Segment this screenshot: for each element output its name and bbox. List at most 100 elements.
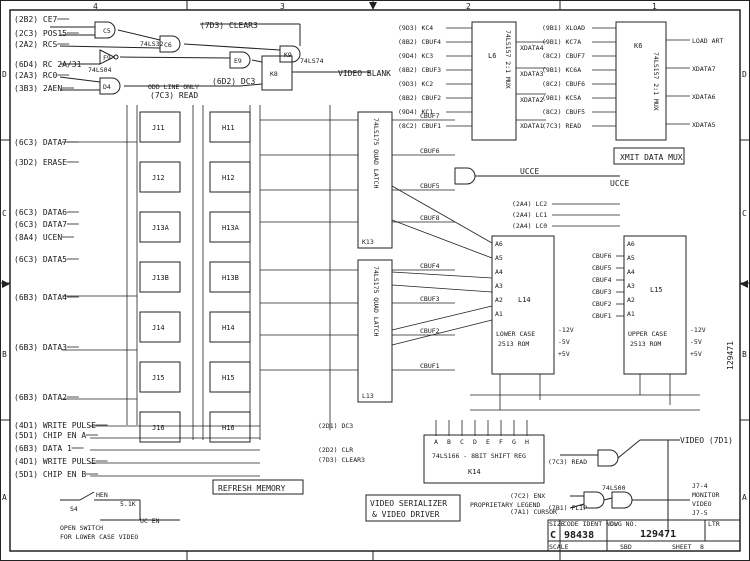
rom_l14-pin: A2 bbox=[495, 296, 503, 304]
mux-l6-inputs: (9D3) KC4(8B2) CBUF4(9D4) KC3(8B2) CBUF3… bbox=[398, 24, 472, 130]
rom_l15-pin: A3 bbox=[627, 282, 635, 290]
latch-k13-part: 74LS175 QUAD LATCH bbox=[372, 118, 380, 189]
rom-l14-title: LOWER CASE bbox=[496, 330, 535, 338]
mux-k6-output: XDATA7 bbox=[692, 65, 716, 73]
input-label: (6C3) DATA5 bbox=[14, 255, 67, 264]
col-label-3: 3 bbox=[280, 2, 285, 11]
ucce-label-2: UCCE bbox=[610, 179, 629, 188]
latch-k13: 74LS175 QUAD LATCH K13 bbox=[357, 111, 393, 249]
rom_l14-pin: A1 bbox=[495, 310, 503, 318]
control-label: 74LS00 bbox=[602, 484, 626, 492]
latch-upper-output: CBUF8 bbox=[420, 214, 440, 222]
gate-f9: F9 bbox=[103, 54, 111, 62]
right-center-arrow bbox=[740, 280, 748, 288]
switch-note-line: FOR LOWER CASE VIDEO bbox=[60, 533, 138, 541]
left-center-arrow bbox=[2, 280, 10, 288]
latch-l13: 74LS175 QUAD LATCH L13 bbox=[357, 259, 393, 403]
refresh-memory-title: REFRESH MEMORY bbox=[218, 484, 286, 493]
serializer-input-label: (7D3) CLEAR3 bbox=[318, 456, 365, 464]
serializer-box bbox=[365, 494, 461, 522]
mux-l6-input: (8B2) CBUF4 bbox=[398, 38, 441, 46]
latch-l13-part: 74LS175 QUAD LATCH bbox=[372, 266, 380, 337]
video-output-gates bbox=[560, 439, 690, 530]
top-label-video-blank: VIDEO BLANK bbox=[338, 69, 391, 78]
rom_l14-supply: -12V bbox=[558, 326, 574, 334]
title-size: C bbox=[550, 530, 556, 541]
lc-labels: (2A4) LC2(2A4) LC1(2A4) LC0 bbox=[512, 200, 620, 230]
input-label: (6B3) DATA4 bbox=[14, 293, 67, 302]
rom-l15-input: CBUF5 bbox=[592, 264, 612, 272]
ram-chip-left bbox=[139, 111, 181, 143]
mux-l6: L6 74LS157 2:1 MUX bbox=[471, 21, 517, 141]
input-label: (6D4) RC 2A/31 bbox=[14, 60, 82, 69]
rom-l15-input: CBUF1 bbox=[592, 312, 612, 320]
mux-k6-inputs: (9B1) XLOAD(9B1) KC7A(8C2) CBUF7(9B1) KC… bbox=[542, 24, 616, 130]
rom_l15-supply: -5V bbox=[690, 338, 702, 346]
ram-chip-left bbox=[139, 211, 181, 243]
col-label-4: 4 bbox=[93, 2, 98, 11]
input-label: (6B3) DATA2 bbox=[14, 393, 67, 402]
input-label: (3D2) ERASE bbox=[14, 158, 67, 167]
latch-upper-output: CBUF7 bbox=[420, 112, 440, 120]
title-code: 98438 bbox=[564, 530, 594, 541]
ram-chip-left bbox=[139, 261, 181, 293]
switch-note-line: OPEN SWITCH bbox=[60, 524, 103, 532]
ram-chip-left bbox=[139, 311, 181, 343]
input-label: (4D1) WRITE PULSE bbox=[14, 421, 96, 430]
shift-reg-pin: C bbox=[460, 438, 464, 446]
input-label: (2B2) CE7 bbox=[14, 15, 58, 24]
switch-note-line: UC EN bbox=[140, 517, 160, 525]
ram-chip-left bbox=[139, 411, 181, 443]
rom_l14-pin: A4 bbox=[495, 268, 503, 276]
mux-k6-input: (9B1) KC6A bbox=[542, 66, 581, 74]
input-label: (2C3) POS15 bbox=[14, 29, 67, 38]
ram-chip-right-label: H11 bbox=[222, 124, 235, 132]
top-label-read: (7C3) READ bbox=[150, 91, 198, 100]
shift-reg-pin: D bbox=[473, 438, 477, 446]
input-label: (2A3) RC0 bbox=[14, 71, 58, 80]
monitor-note-line: MONITOR bbox=[692, 491, 719, 499]
mux-k6-output: XDATA5 bbox=[692, 121, 716, 129]
latch-k13-ref: K13 bbox=[362, 238, 374, 246]
rom-l15-input: CBUF3 bbox=[592, 288, 612, 296]
proprietary-legend: PROPRIETARY LEGEND bbox=[470, 501, 541, 509]
latch-lower-output: CBUF2 bbox=[420, 327, 440, 335]
ram-chip-left-label: J13A bbox=[152, 224, 170, 232]
rom_l15-pin: A4 bbox=[627, 268, 635, 276]
shift-reg-part: 74LS166 - 8BIT SHIFT REG bbox=[432, 452, 526, 460]
rom-l14-ref: L14 bbox=[518, 296, 531, 304]
ram-chip-left-label: J11 bbox=[152, 124, 165, 132]
xmit-box bbox=[613, 147, 685, 165]
input-label: (2A2) RCS bbox=[14, 40, 58, 49]
shift-reg-pin: E bbox=[486, 438, 490, 446]
col-label-2: 2 bbox=[466, 2, 471, 11]
rom_l15-pin: A6 bbox=[627, 240, 635, 248]
mux-k6-input: (7C3) READ bbox=[542, 122, 581, 130]
mux-l6-output: XDATA4 bbox=[520, 44, 544, 52]
row-label-b: B bbox=[2, 350, 7, 359]
mux-k6-input: (8C2) CBUF5 bbox=[542, 108, 585, 116]
mux-l6-output: XDATA2 bbox=[520, 96, 544, 104]
row-label-d: D bbox=[2, 70, 7, 79]
row-label-c-right: C bbox=[742, 209, 747, 218]
mux-k6-output: XDATA6 bbox=[692, 93, 716, 101]
latch-lower-output: CBUF4 bbox=[420, 262, 440, 270]
mux-k6-input: (8C2) CBUF6 bbox=[542, 80, 585, 88]
serializer-input-label: (2D1) DC3 bbox=[318, 422, 353, 430]
title-scale-label: SCALE bbox=[549, 543, 569, 551]
ram-chip-left-label: J15 bbox=[152, 374, 165, 382]
control-label: (7B1) FLIP bbox=[548, 504, 587, 512]
mux-k6-input: (9B1) KC7A bbox=[542, 38, 581, 46]
switch-note-line: 5.1K bbox=[120, 500, 136, 508]
top-label-dc3: (6D2) DC3 bbox=[212, 77, 256, 86]
gate-e9: E9 bbox=[234, 57, 242, 65]
mux-k6-input: (8C2) CBUF7 bbox=[542, 52, 585, 60]
gate-74ls74: 74LS74 bbox=[300, 57, 324, 65]
mux-l6-ref: L6 bbox=[488, 52, 496, 60]
mux-k6-input: (9B1) KC5A bbox=[542, 94, 581, 102]
lc-label: (2A4) LC0 bbox=[512, 222, 547, 230]
